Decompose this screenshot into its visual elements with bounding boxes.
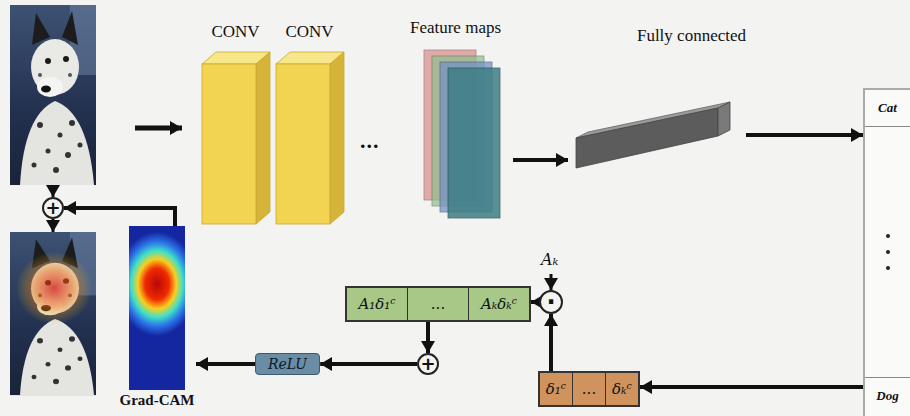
vector-box: A₁δ₁ᶜ...Aₖδₖᶜ <box>345 286 531 322</box>
ellipsis-dots <box>866 226 910 278</box>
class-cell: Cat <box>865 90 910 127</box>
flow-arrow <box>64 208 175 226</box>
layer-heading: CONV <box>211 22 259 42</box>
vector-cell: ... <box>572 373 605 405</box>
vector-cell: Aₖδₖᶜ <box>468 288 529 320</box>
class-name: Cat <box>865 100 910 116</box>
vector-cell: δ₁ᶜ <box>540 373 572 405</box>
overlay-image <box>10 232 96 395</box>
heatmap-caption: Grad-CAM <box>120 392 195 409</box>
vector-box: δ₁ᶜ...δₖᶜ <box>538 371 640 407</box>
image-to-sum-arrow <box>52 185 55 197</box>
ellipsis-label: ... <box>360 128 380 154</box>
layer-heading: Fully connected <box>637 26 746 46</box>
fully-connected-layer: Fully connected <box>568 26 746 174</box>
operator-circle: + <box>417 353 439 375</box>
input-arrow <box>135 126 182 131</box>
flow-arrow <box>196 362 255 366</box>
operator-circle: + <box>42 197 64 219</box>
variable-label: Aₖ <box>541 250 558 269</box>
conv-block <box>272 46 347 226</box>
flow-arrow <box>320 362 417 366</box>
sum-to-overlay-arrow <box>52 219 55 232</box>
class-cell: Dog <box>865 377 910 416</box>
operator-circle: · <box>539 290 563 314</box>
feature-map-stack <box>406 44 506 222</box>
operator-symbol: + <box>420 355 435 373</box>
layer-heading: Feature maps <box>410 18 501 38</box>
flow-arrow <box>549 314 553 371</box>
vector-cell: δₖᶜ <box>605 373 638 405</box>
operator-symbol: + <box>45 199 60 217</box>
activation-name: ReLU <box>268 356 307 372</box>
flow-arrow <box>426 322 430 353</box>
layer-heading: CONV <box>285 22 333 42</box>
conv-layer: CONV <box>272 22 347 226</box>
conv-layer: CONV <box>198 22 273 226</box>
vector-cell: A₁δ₁ᶜ <box>347 288 407 320</box>
class-name: Dog <box>865 388 910 404</box>
heatmap-image <box>129 226 185 390</box>
flow-arrow <box>531 300 539 304</box>
conv-block <box>198 46 273 226</box>
input-image <box>10 5 96 185</box>
fc-bar <box>568 50 746 174</box>
activation-box: ReLU <box>255 353 320 375</box>
vector-cell: ... <box>407 288 468 320</box>
flow-arrow <box>746 133 863 137</box>
flow-arrow <box>513 158 568 162</box>
output-panel: CatDog <box>863 88 910 416</box>
flow-arrow <box>640 385 863 389</box>
class-gap <box>865 127 910 377</box>
activation-arrow <box>550 274 553 290</box>
heatmap: Grad-CAM <box>118 226 196 409</box>
feature-maps: Feature maps <box>398 18 513 222</box>
operator-symbol: · <box>546 290 555 314</box>
